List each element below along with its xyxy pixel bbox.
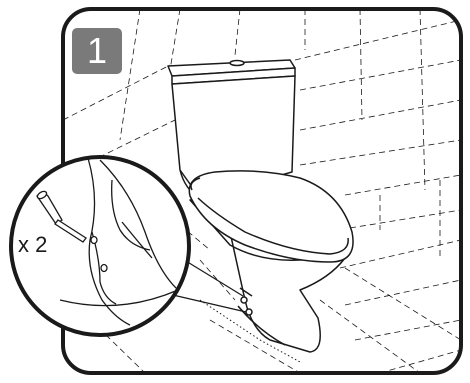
step-number-badge: 1 xyxy=(72,28,122,74)
toilet-illustration xyxy=(168,60,353,352)
quantity-label: x 2 xyxy=(18,232,47,258)
